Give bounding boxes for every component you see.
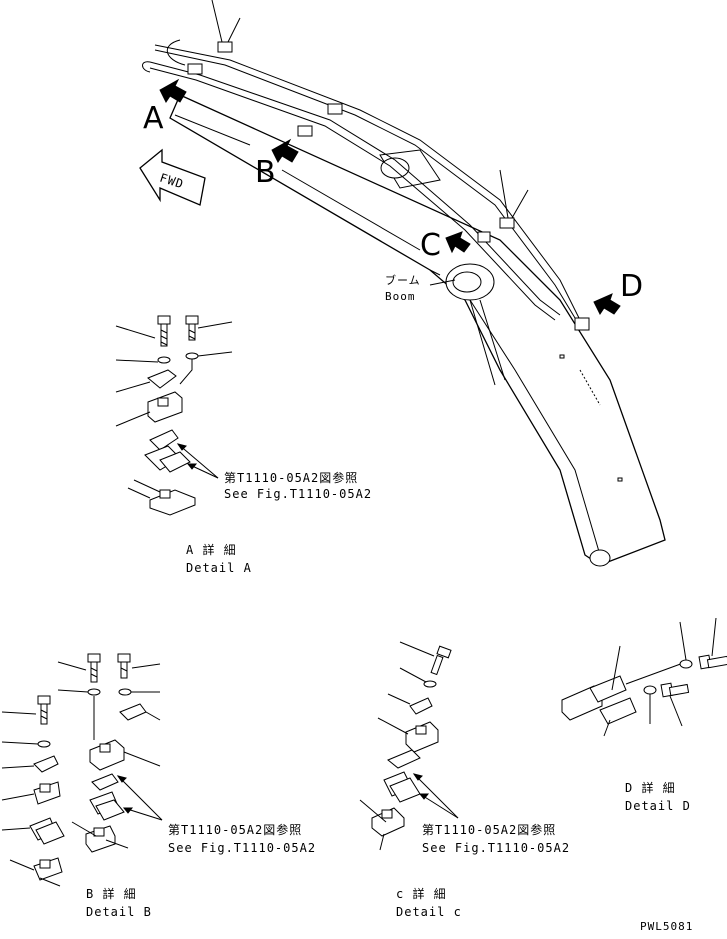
boom-label-jp: ブーム xyxy=(385,273,421,287)
arrow-a-icon xyxy=(159,78,187,103)
detail-b: 第T1110-05A2図参照 See Fig.T1110-05A2 B 詳 細 … xyxy=(1,653,316,919)
detail-b-jp: B 詳 細 xyxy=(86,886,137,901)
detail-a-en: Detail A xyxy=(186,561,252,575)
arrow-d-icon xyxy=(593,293,621,315)
detail-d-en: Detail D xyxy=(625,799,691,813)
arrow-c-icon xyxy=(445,231,471,254)
detail-a-jp: A 詳 細 xyxy=(186,542,237,557)
detail-c-en: Detail c xyxy=(396,905,462,919)
view-markers: A B C D FWD xyxy=(139,78,643,315)
arrow-b-icon xyxy=(271,138,299,163)
ref-c-en: See Fig.T1110-05A2 xyxy=(422,841,570,855)
ref-a-en: See Fig.T1110-05A2 xyxy=(224,487,372,501)
detail-b-en: Detail B xyxy=(86,905,152,919)
detail-a: 第T1110-05A2図参照 See Fig.T1110-05A2 A 詳 細 … xyxy=(115,315,372,575)
detail-c-jp: c 詳 細 xyxy=(396,886,447,901)
view-label-d: D xyxy=(620,269,643,304)
detail-c: 第T1110-05A2図参照 See Fig.T1110-05A2 c 詳 細 … xyxy=(359,641,570,919)
view-label-a: A xyxy=(143,101,164,136)
boom-assembly xyxy=(142,0,666,567)
ref-a-jp: 第T1110-05A2図参照 xyxy=(224,470,358,485)
ref-b-en: See Fig.T1110-05A2 xyxy=(168,841,316,855)
view-label-b: B xyxy=(255,155,276,190)
view-label-c: C xyxy=(420,228,441,263)
boom-label-en: Boom xyxy=(385,290,416,303)
detail-d-jp: D 詳 細 xyxy=(625,780,676,795)
ref-b-jp: 第T1110-05A2図参照 xyxy=(168,822,302,837)
ref-c-jp: 第T1110-05A2図参照 xyxy=(422,822,556,837)
fwd-arrow-icon: FWD xyxy=(139,148,206,206)
drawing-id: PWL5081 xyxy=(640,920,693,933)
detail-d: D 詳 細 Detail D xyxy=(561,617,727,813)
